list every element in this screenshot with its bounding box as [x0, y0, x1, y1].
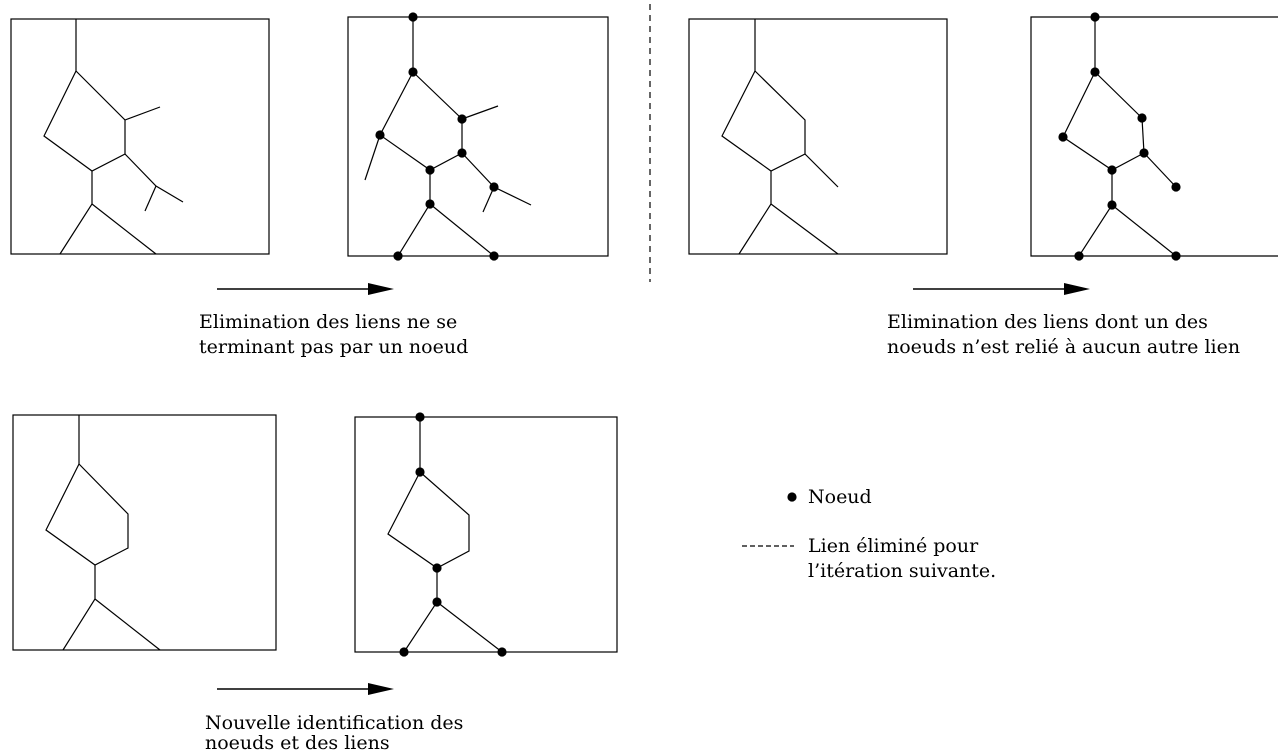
node-dot	[1074, 251, 1084, 261]
node-dot	[432, 597, 442, 607]
network-nodes	[1058, 12, 1181, 261]
node-dot	[1107, 200, 1117, 210]
legend-node-label: Noeud	[808, 486, 872, 508]
node-dot	[408, 12, 418, 22]
network-nodes	[399, 412, 507, 657]
node-dot	[1107, 165, 1117, 175]
caption-line: noeuds et des liens	[205, 732, 390, 754]
node-dot	[408, 67, 418, 77]
caption-step2: Elimination des liens dont un des noeuds…	[887, 311, 1240, 358]
panel-final-network	[12, 414, 277, 651]
node-dot	[415, 467, 425, 477]
panel-frame	[12, 414, 277, 651]
panel-raw-network	[10, 18, 270, 255]
caption-step1: Elimination des liens ne se terminant pa…	[199, 311, 468, 358]
legend-eliminated-label: l’itération suivante.	[808, 560, 996, 582]
network-links	[364, 17, 532, 257]
panel-frame	[688, 18, 948, 255]
caption-line: Nouvelle identification des	[205, 712, 463, 734]
node-dot	[489, 251, 499, 261]
node-dot	[1058, 132, 1068, 142]
node-dot	[1090, 67, 1100, 77]
node-dot	[399, 647, 409, 657]
network-links	[721, 19, 839, 255]
panel-dangling-removed	[688, 18, 948, 255]
node-dot	[1171, 251, 1181, 261]
network-links	[45, 415, 161, 651]
node-dot	[375, 130, 385, 140]
node-dot	[457, 148, 467, 158]
network-links	[387, 417, 503, 653]
node-dot	[1139, 148, 1149, 158]
panel-frame	[347, 16, 609, 257]
arrow-step3	[217, 683, 394, 695]
caption-line: Elimination des liens dont un des	[887, 311, 1208, 333]
panel-nodes-after-elimination	[1030, 16, 1278, 257]
node-dot	[1090, 12, 1100, 22]
network-links	[1062, 17, 1177, 257]
panel-final-nodes	[354, 416, 618, 653]
caption-line: noeuds n’est relié à aucun autre lien	[887, 336, 1240, 358]
node-dot	[393, 251, 403, 261]
panel-frame	[10, 18, 270, 255]
node-dot	[489, 182, 499, 192]
network-nodes	[375, 12, 499, 261]
panel-frame	[354, 416, 618, 653]
node-dot	[1137, 113, 1147, 123]
panel-frame	[1030, 16, 1278, 257]
node-dot	[425, 165, 435, 175]
node-dot	[1171, 182, 1181, 192]
caption-line: Elimination des liens ne se	[199, 311, 457, 333]
node-dot	[457, 114, 467, 124]
node-dot	[497, 647, 507, 657]
arrow-step1	[217, 283, 394, 295]
panel-nodes-identified	[347, 16, 609, 257]
legend-node-icon	[787, 492, 797, 502]
arrow-step2	[913, 283, 1090, 295]
node-dot	[425, 199, 435, 209]
network-links	[43, 19, 184, 255]
node-dot	[432, 563, 442, 573]
caption-line: terminant pas par un noeud	[199, 336, 468, 358]
node-dot	[415, 412, 425, 422]
caption-step3: Nouvelle identification des noeuds et de…	[205, 712, 463, 754]
legend: Noeud Lien éliminé pour l’itération suiv…	[808, 486, 996, 582]
legend-eliminated-label: Lien éliminé pour	[808, 535, 979, 557]
